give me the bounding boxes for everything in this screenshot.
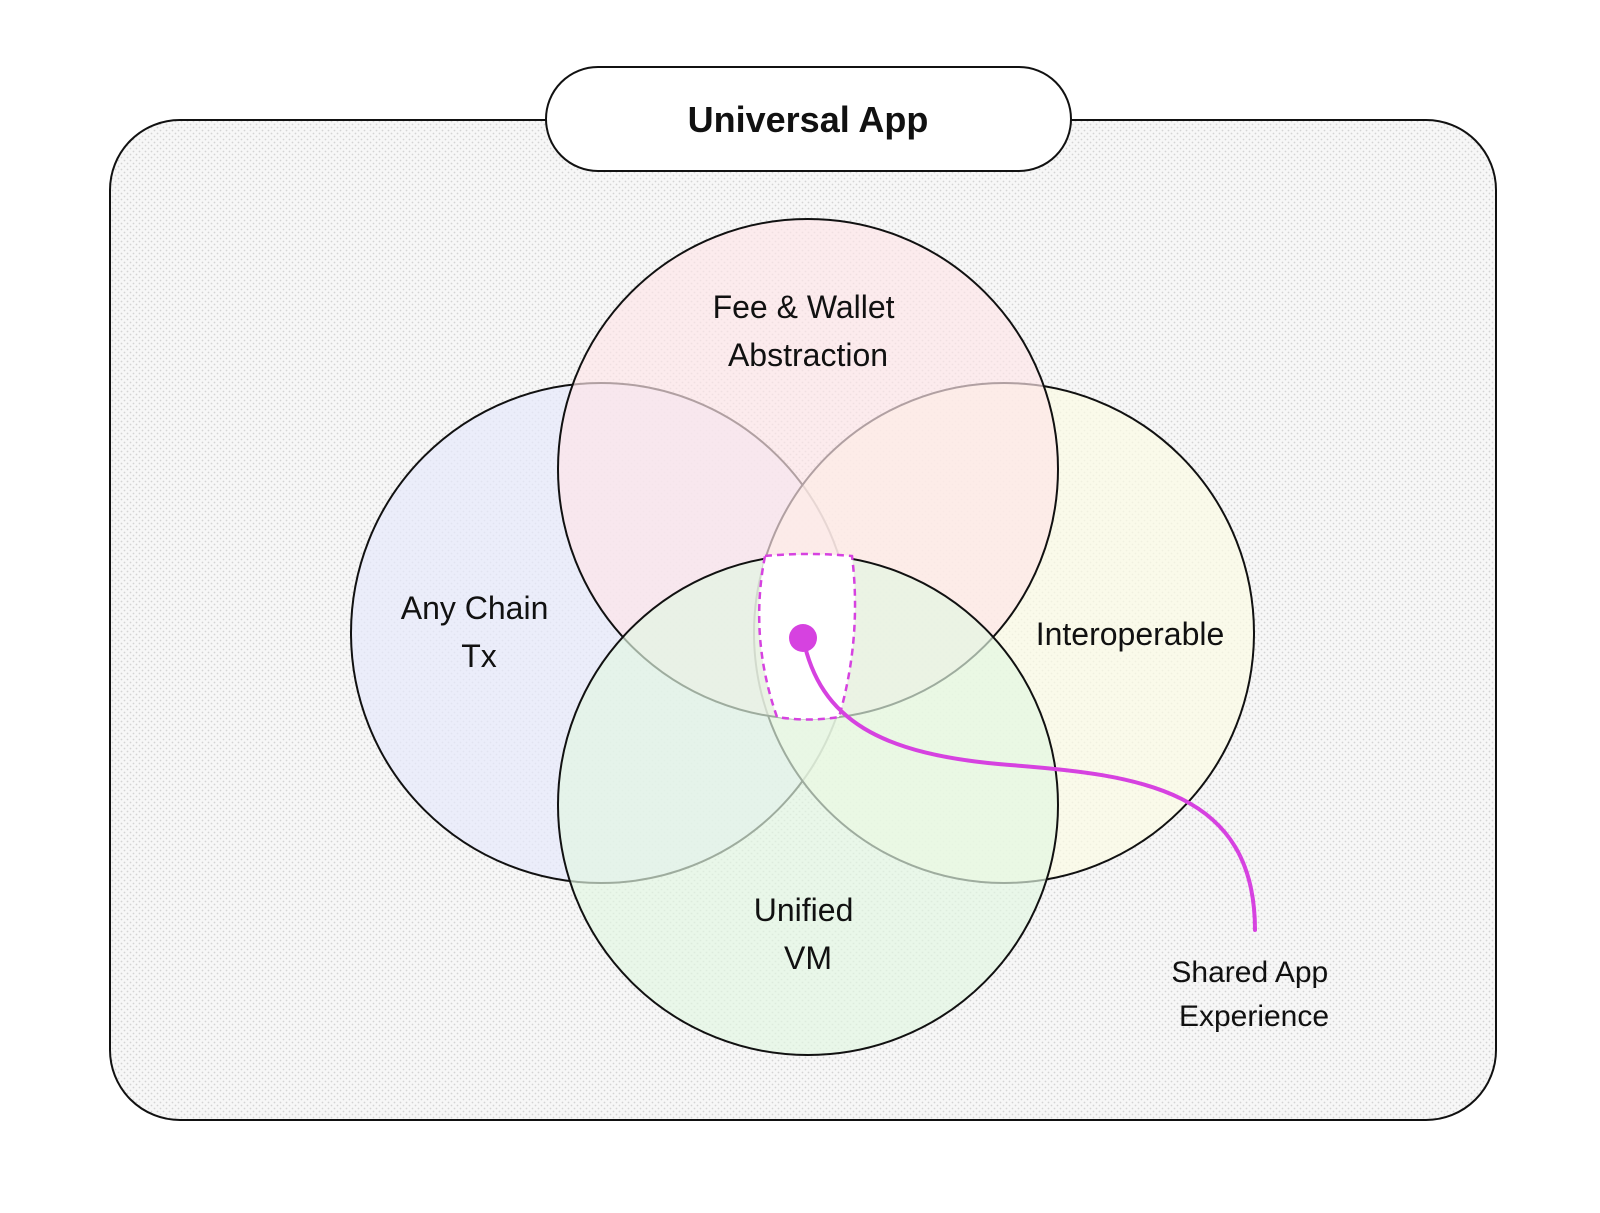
label-interoperable-line-1: Interoperable bbox=[1036, 616, 1225, 652]
callout-connector-line bbox=[801, 636, 1257, 932]
label-fee-wallet-abstraction: Fee & Wallet Abstraction bbox=[713, 289, 904, 373]
label-unified-vm-line-1: Unified bbox=[754, 892, 854, 928]
label-unified-vm-line-2: VM bbox=[784, 940, 832, 976]
label-fee-wallet-line-1: Fee & Wallet bbox=[713, 289, 895, 325]
callout-anchor-dot bbox=[789, 624, 817, 652]
title-pill: Universal App bbox=[545, 66, 1072, 172]
label-interoperable: Interoperable bbox=[1036, 616, 1225, 652]
label-shared-app-line-2: Experience bbox=[1179, 1000, 1329, 1033]
label-shared-app-experience: Shared App Experience bbox=[1171, 956, 1336, 1033]
title-pill-shape bbox=[545, 66, 1072, 172]
label-any-chain-line-2: Tx bbox=[461, 638, 497, 674]
label-any-chain-line-1: Any Chain bbox=[401, 590, 549, 626]
label-unified-vm: Unified VM bbox=[754, 892, 863, 976]
label-fee-wallet-line-2: Abstraction bbox=[728, 337, 888, 373]
label-shared-app-line-1: Shared App bbox=[1171, 956, 1328, 989]
diagram-title: Universal App bbox=[688, 99, 929, 140]
label-any-chain-tx: Any Chain Tx bbox=[401, 590, 558, 674]
venn-circles bbox=[350, 218, 1255, 1056]
